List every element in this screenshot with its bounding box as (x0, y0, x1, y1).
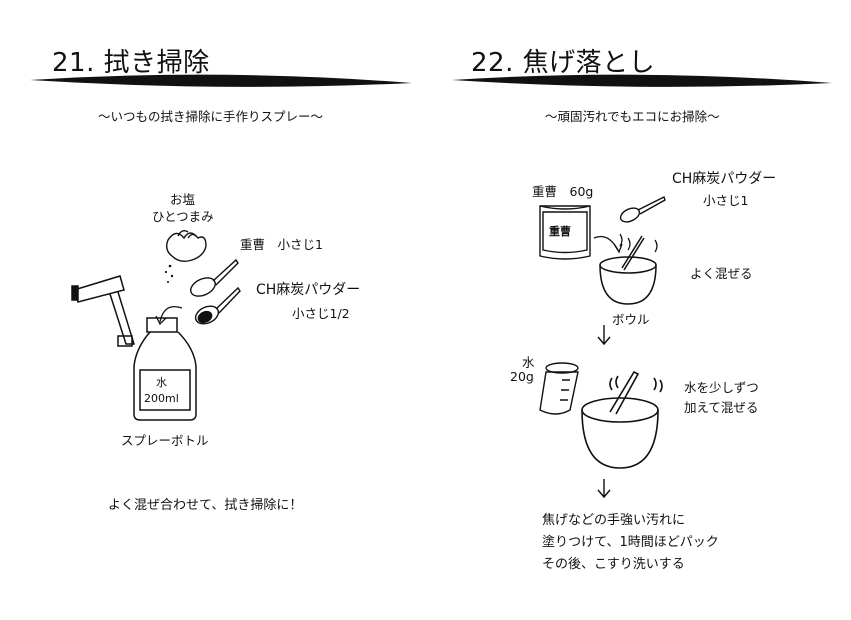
spoon-charcoal-icon (194, 286, 241, 325)
left-title-underline (30, 74, 412, 87)
spray-bottle-label: スプレーボトル (121, 433, 209, 448)
right-ch-powder-label: CH麻炭パウダー (672, 171, 777, 187)
right-ch-powder-amount: 小さじ1 (703, 193, 749, 208)
package-label: 重曹 (549, 225, 571, 238)
spoon-icon-right (619, 196, 666, 223)
baking-soda-label: 重曹 小さじ1 (240, 237, 323, 252)
add-water-line2: 加えて混ぜる (684, 400, 759, 415)
spoon-icon (190, 258, 239, 297)
pour-arrow-icon (159, 305, 183, 323)
left-subtitle: ～いつもの拭き掃除に手作りスプレー～ (98, 109, 324, 124)
left-section-title: 21. 拭き掃除 (52, 48, 210, 78)
right-section-title: 22. 焦げ落とし (471, 48, 656, 78)
add-water-line1: 水を少しずつ (684, 380, 759, 395)
package-icon (539, 205, 591, 260)
bottle-water-text: 水 (156, 376, 167, 389)
water-amount: 20g (510, 369, 534, 384)
water-label: 水 (522, 355, 535, 370)
bowl-icon (599, 235, 657, 305)
final-step-line1: 焦げなどの手強い汚れに (542, 513, 686, 528)
bowl-label: ボウル (612, 312, 650, 327)
mix-label: よく混ぜる (690, 266, 753, 281)
measuring-cup-icon (539, 362, 579, 415)
down-arrow-icon-2 (597, 479, 611, 499)
salt-label: お塩 (170, 192, 196, 207)
spray-head-icon (71, 275, 136, 347)
final-step-line3: その後、こすり洗いする (542, 557, 685, 572)
large-bowl-icon (581, 370, 663, 469)
down-arrow-icon (597, 325, 611, 346)
right-baking-soda-label: 重曹 60g (532, 184, 594, 199)
salt-grains-icon (164, 264, 174, 283)
ch-powder-label: CH麻炭パウダー (256, 282, 361, 298)
bottle-icon (133, 317, 197, 421)
salt-amount: ひとつまみ (152, 209, 214, 224)
hand-icon (165, 229, 207, 263)
right-subtitle: ～頑固汚れでもエコにお掃除～ (545, 109, 720, 124)
final-step-line2: 塗りつけて、1時間ほどパック (542, 535, 719, 550)
bottle-amount-text: 200ml (144, 392, 179, 405)
ch-powder-amount: 小さじ1/2 (292, 306, 350, 321)
left-instruction: よく混ぜ合わせて、拭き掃除に！ (108, 498, 303, 513)
right-title-underline (452, 74, 832, 87)
